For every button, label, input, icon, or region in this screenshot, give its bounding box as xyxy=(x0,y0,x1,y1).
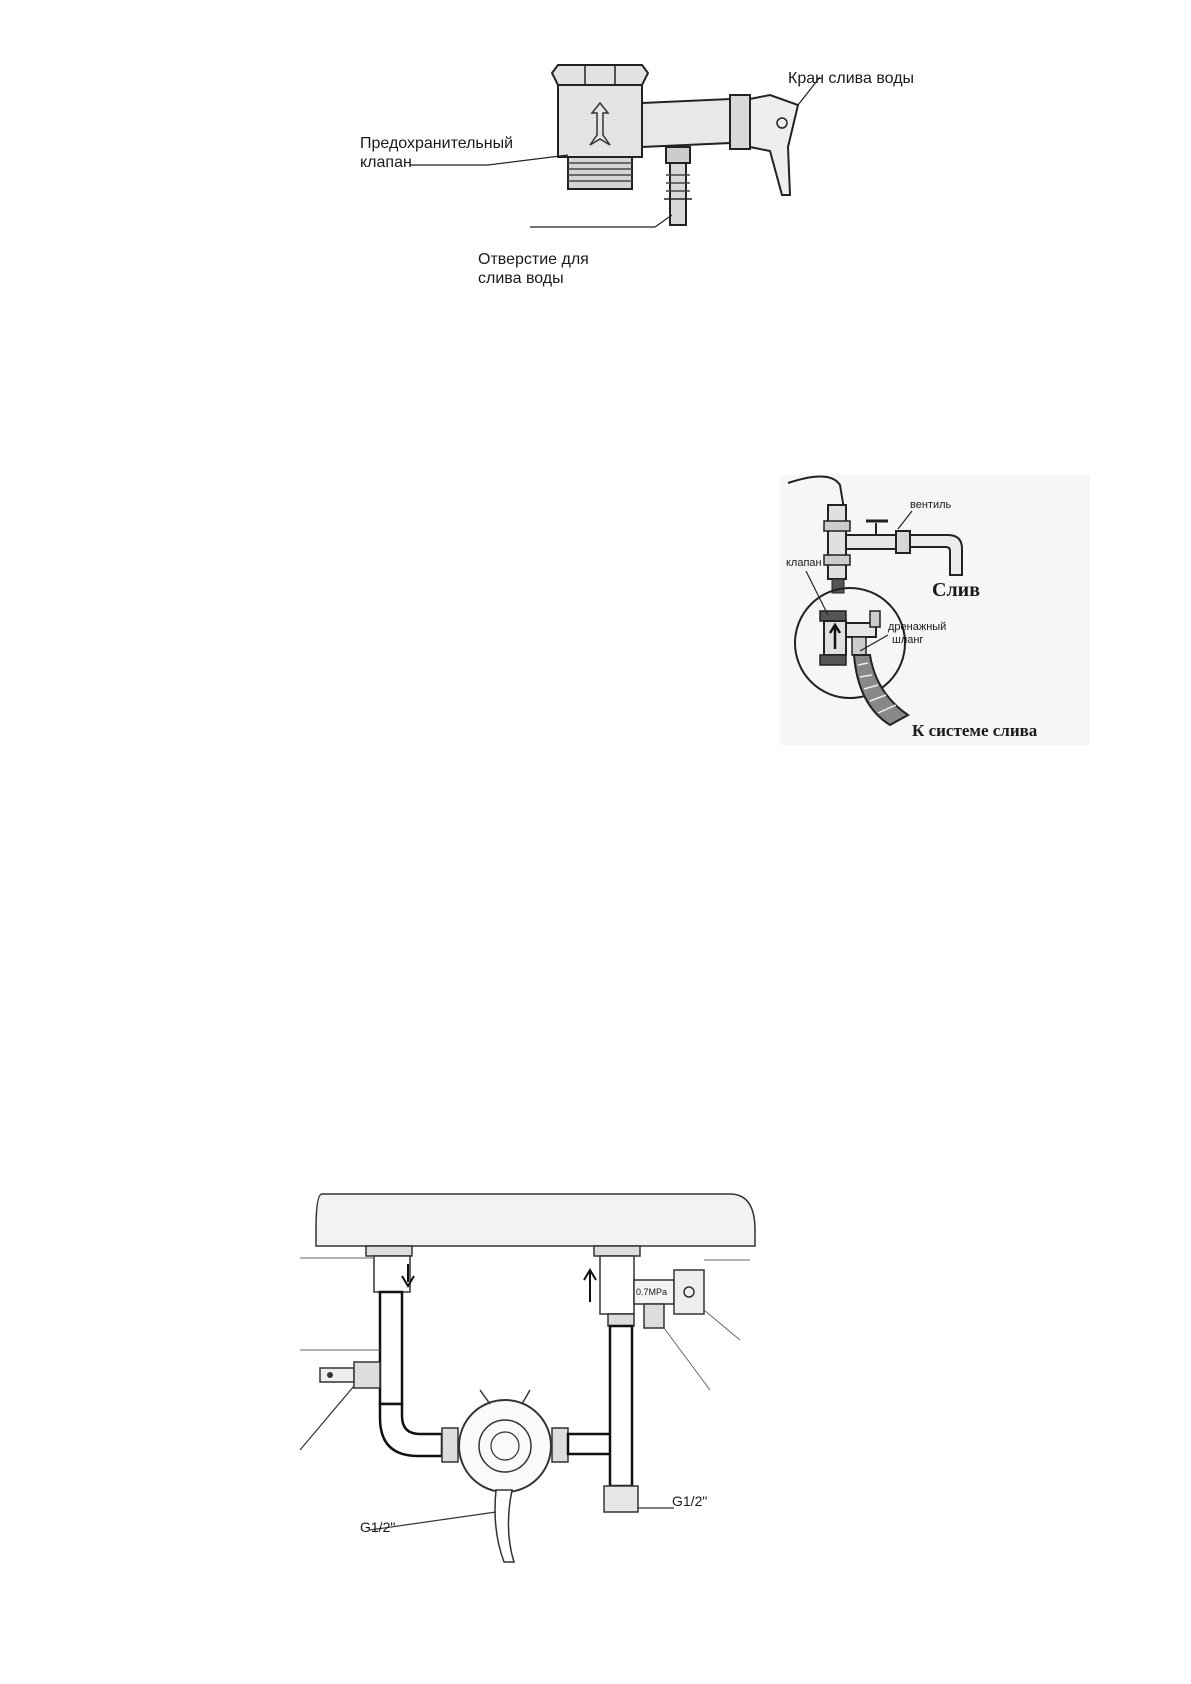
to-drain-system-label: К системе слива xyxy=(912,721,1038,740)
klapan-label: клапан xyxy=(786,557,822,569)
drain-connection-figure: вентиль Слив клапан дренажный шланг К си… xyxy=(780,475,1090,745)
drain-hole-label-line1: Отверстие для xyxy=(478,251,589,268)
sliv-label: Слив xyxy=(932,579,980,601)
installation-figure: 0.7MPa G1/2" G1/2" xyxy=(299,1190,756,1570)
drain-tap-label: Кран слива воды xyxy=(788,70,915,87)
pressure-label: 0.7MPa xyxy=(636,1287,668,1297)
hose-label-line2: шланг xyxy=(892,634,924,646)
hose-label-line1: дренажный xyxy=(888,621,947,633)
safety-valve-label-line1: Предохранительный xyxy=(360,135,514,152)
thread-left-label: G1/2" xyxy=(360,1519,396,1535)
thread-right-label: G1/2" xyxy=(672,1493,708,1509)
safety-valve-label-line2: клапан xyxy=(360,154,412,171)
safety-valve-figure: Кран слива воды Предохранительный клапан… xyxy=(320,55,960,305)
drain-connection-drawing xyxy=(780,475,1090,745)
ventil-label: вентиль xyxy=(910,499,952,511)
drain-hole-label-line2: слива воды xyxy=(478,270,564,287)
safety-valve-drawing xyxy=(410,64,821,228)
installation-drawing xyxy=(299,1193,756,1563)
